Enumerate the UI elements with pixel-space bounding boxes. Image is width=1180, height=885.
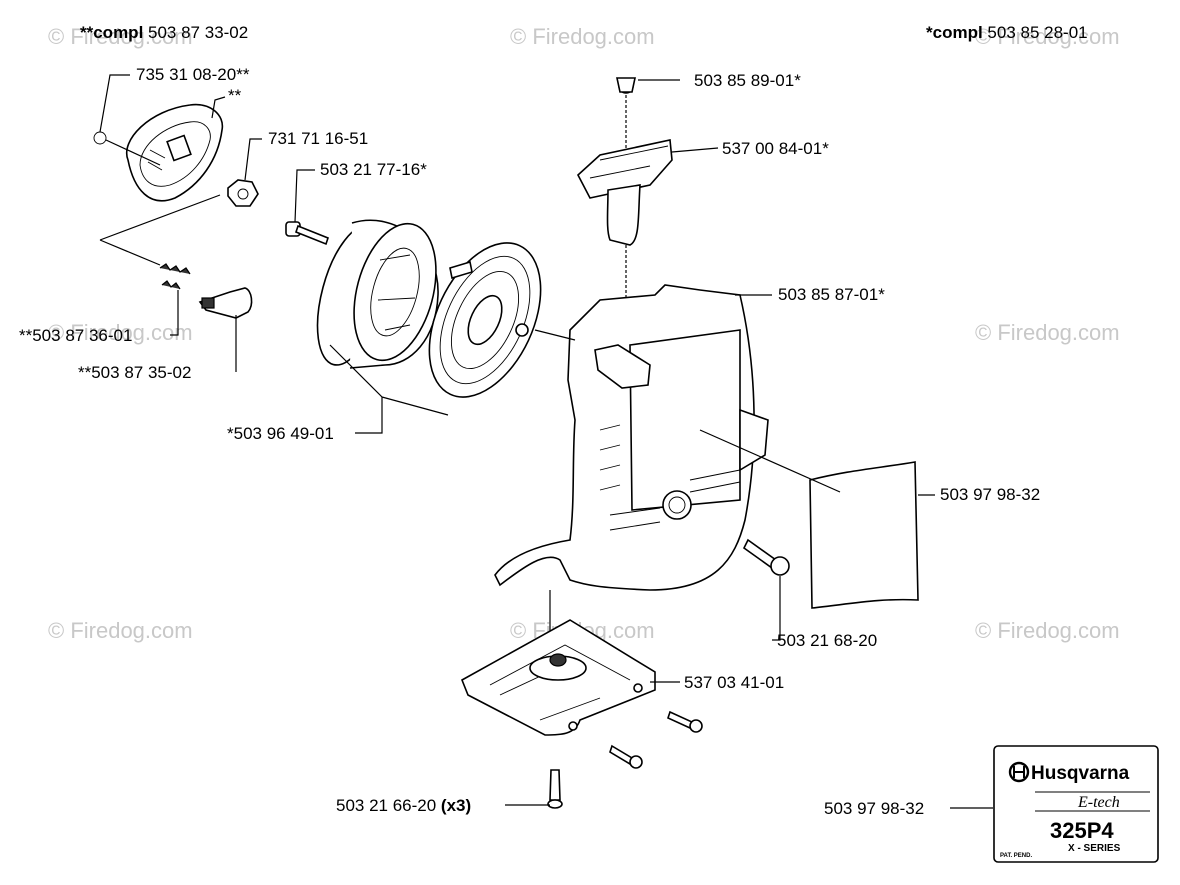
bolt-part	[285, 221, 329, 246]
label-503-87-35-02: **503 87 35-02	[78, 363, 191, 382]
decal-plate-part	[699, 429, 919, 609]
label-503-85-89-01: 503 85 89-01*	[694, 71, 801, 90]
label-503-96-49-01: *503 96 49-01	[227, 424, 334, 443]
watermark: © Firedog.com	[510, 24, 655, 49]
starter-handle-part	[577, 139, 673, 246]
label-503-87-36-01: **503 87 36-01	[19, 326, 132, 345]
screw-part	[742, 538, 790, 576]
watermark: © Firedog.com	[975, 320, 1120, 345]
pulley-part	[316, 219, 439, 369]
label-537-00-84-01: 537 00 84-01*	[722, 139, 829, 158]
label-503-21-68-20: 503 21 68-20	[777, 631, 877, 650]
spring-part	[159, 263, 191, 290]
decal-etech: E-tech	[1077, 794, 1120, 811]
label-503-21-77-16: 503 21 77-16*	[320, 160, 427, 179]
label-537-03-41-01: 537 03 41-01	[684, 673, 784, 692]
watermark: © Firedog.com	[48, 618, 193, 643]
decal-patent: PAT. PEND.	[1000, 853, 1032, 859]
watermark: © Firedog.com	[48, 320, 193, 345]
nut-part	[227, 179, 259, 207]
rope-part	[616, 77, 636, 300]
part-labels: **compl 503 87 33-02 *compl 503 85 28-01…	[19, 23, 1088, 818]
recoil-spring-part	[428, 242, 542, 398]
starter-housing-part	[494, 284, 769, 660]
label-503-85-87-01: 503 85 87-01*	[778, 285, 885, 304]
label-503-97-98-32-decal: 503 97 98-32	[824, 799, 924, 818]
watermarks: © Firedog.com © Firedog.com © Firedog.co…	[48, 24, 1120, 643]
compl-left-label: **compl 503 87 33-02	[80, 23, 248, 42]
label-735-31-08-20: 735 31 08-20**	[136, 65, 250, 84]
label-star: **	[228, 86, 242, 105]
watermark: © Firedog.com	[975, 618, 1120, 643]
label-731-71-16-51: 731 71 16-51	[268, 129, 368, 148]
leader-lines	[99, 74, 993, 809]
decal-series: X - SERIES	[1068, 843, 1121, 854]
label-503-97-98-32-plate: 503 97 98-32	[940, 485, 1040, 504]
husqvarna-logo-icon	[1008, 761, 1030, 783]
husqvarna-decal: Husqvarna E-tech 325P4 X - SERIES PAT. P…	[993, 745, 1159, 863]
watermark: © Firedog.com	[48, 24, 193, 49]
pawl-cover-part	[93, 103, 224, 202]
pawl-part	[198, 287, 253, 319]
decal-model: 325P4	[1050, 818, 1114, 843]
watermark: © Firedog.com	[975, 24, 1120, 49]
bottom-screws-part	[547, 710, 703, 809]
decal-brand: Husqvarna	[1031, 763, 1130, 784]
compl-right-label: *compl 503 85 28-01	[926, 23, 1088, 42]
label-503-21-66-20: 503 21 66-20 (x3)	[336, 796, 471, 815]
bottom-plate-part	[460, 619, 656, 736]
